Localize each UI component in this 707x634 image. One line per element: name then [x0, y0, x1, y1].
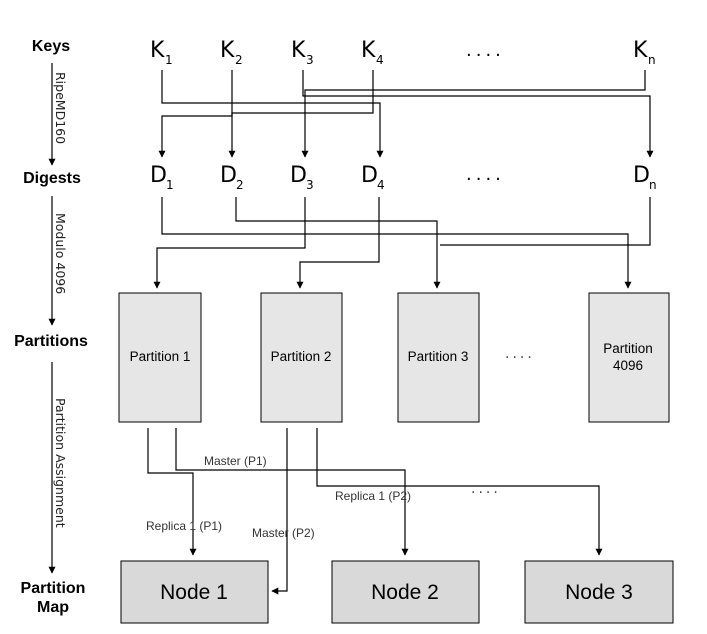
stage-label-modulo: Modulo 4096	[53, 213, 68, 294]
key-kn: K n	[633, 38, 656, 67]
connector-p2-replica-node3	[316, 428, 603, 556]
digests-ellipsis: ....	[466, 164, 505, 185]
key-letter: K	[291, 38, 306, 63]
partition-label: Partition 3	[408, 349, 469, 364]
row-label-partition-map-line1: Partition	[21, 580, 86, 597]
stage-label-partition-assignment: Partition Assignment	[53, 398, 68, 528]
node-box	[524, 560, 674, 624]
digest-letter: D	[361, 163, 378, 188]
digest-d3: D 3	[290, 163, 314, 192]
stage-label-ripemd160: RipeMD160	[53, 72, 68, 144]
digest-subscript: n	[649, 178, 657, 192]
partition-4096: Partition 4096	[588, 292, 670, 423]
connector-d2-p3	[235, 197, 441, 289]
modulo-connectors	[153, 197, 651, 289]
partition-label: Partition 1	[130, 349, 191, 364]
key-letter: K	[361, 38, 376, 63]
label-replica-p2: Replica 1 (P2)	[335, 489, 411, 503]
node-box	[331, 560, 480, 624]
digest-letter: D	[150, 163, 167, 188]
partition-box	[588, 292, 670, 423]
node-1: Node 1	[120, 560, 269, 624]
connector-d3-p1	[153, 197, 306, 289]
node-label: Node 1	[160, 581, 228, 604]
key-k4: K 4	[361, 38, 384, 67]
digest-d1: D 1	[150, 163, 174, 192]
digest-subscript: 3	[306, 178, 314, 192]
connector-kn-d3	[301, 70, 646, 158]
hash-connectors	[158, 70, 654, 158]
label-replica-p1: Replica 1 (P1)	[146, 519, 222, 533]
row-label-keys: Keys	[32, 38, 70, 55]
partition-1: Partition 1	[118, 292, 202, 423]
connector-k3-dn	[302, 70, 654, 158]
key-k2: K 2	[220, 38, 243, 67]
partition-2: Partition 2	[260, 292, 343, 423]
digest-letter: D	[290, 163, 307, 188]
partition-label: Partition 2	[271, 349, 332, 364]
partition-box	[260, 292, 343, 423]
key-k1: K 1	[150, 38, 173, 67]
digest-letter: D	[220, 163, 237, 188]
connector-d4-p2	[296, 197, 380, 289]
digest-dn: D n	[633, 163, 657, 192]
node-box	[120, 560, 269, 624]
connector-p1-replica-node1	[147, 428, 197, 556]
connector-d1-p4096	[161, 197, 632, 289]
digest-letter: D	[633, 163, 650, 188]
connector-p2-master-node1	[271, 428, 288, 595]
partition-label-line1: Partition	[603, 341, 653, 356]
connector-p1-master-node2	[175, 428, 409, 556]
partitions-ellipsis: ....	[505, 346, 535, 362]
node-label: Node 2	[371, 581, 439, 604]
digest-d4: D 4	[361, 163, 385, 192]
key-k3: K 3	[291, 38, 314, 67]
key-subscript: 3	[306, 53, 314, 67]
partition-box	[118, 292, 202, 423]
key-subscript: 2	[235, 53, 243, 67]
partition-label-line2: 4096	[613, 358, 643, 373]
assignments-ellipsis: ....	[471, 481, 501, 497]
partition-3: Partition 3	[397, 292, 480, 423]
label-master-p2: Master (P2)	[252, 526, 315, 540]
connector-k1-d4	[161, 70, 384, 158]
digest-subscript: 4	[377, 178, 385, 192]
key-letter: K	[220, 38, 235, 63]
assignment-connectors	[147, 428, 603, 595]
partition-box	[397, 292, 480, 423]
digest-d2: D 2	[220, 163, 244, 192]
node-label: Node 3	[565, 581, 633, 604]
node-2: Node 2	[331, 560, 480, 624]
key-letter: K	[633, 38, 648, 63]
digest-subscript: 1	[166, 178, 174, 192]
digest-subscript: 2	[236, 178, 244, 192]
row-label-partition-map-line2: Map	[37, 599, 69, 616]
connector-k4-d2	[228, 70, 374, 158]
key-subscript: n	[648, 53, 656, 67]
connector-dn	[440, 197, 651, 246]
key-letter: K	[150, 38, 165, 63]
node-3: Node 3	[524, 560, 674, 624]
row-label-partitions: Partitions	[14, 333, 88, 350]
row-label-digests: Digests	[23, 170, 81, 187]
connector-k2-d1	[158, 70, 233, 158]
key-subscript: 1	[165, 53, 173, 67]
key-subscript: 4	[376, 53, 384, 67]
label-master-p1: Master (P1)	[204, 454, 267, 468]
keys-ellipsis: ....	[466, 40, 505, 61]
